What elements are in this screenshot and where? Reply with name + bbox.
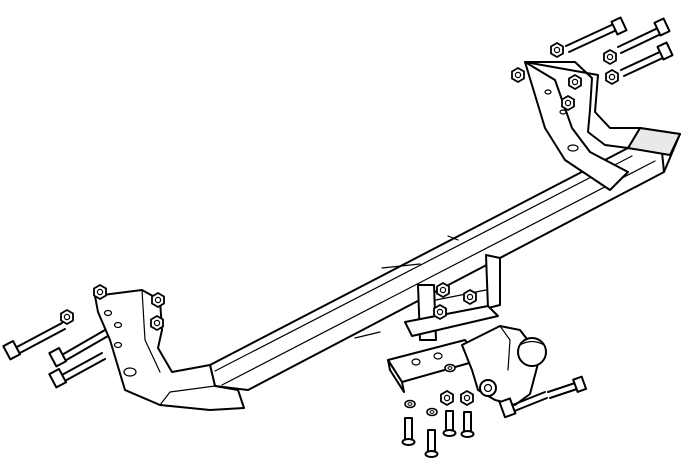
- tow-plate: [387, 339, 481, 393]
- tow-ball: [461, 325, 547, 406]
- plate-bolts: [401, 390, 475, 458]
- right-bracket: [524, 61, 641, 191]
- left-bolts: [2, 322, 109, 389]
- right-nuts: [511, 42, 619, 111]
- centre-mount: [354, 235, 501, 341]
- right-bolts: [565, 16, 674, 77]
- left-bracket: [94, 289, 245, 411]
- ball-bolts: [498, 375, 588, 419]
